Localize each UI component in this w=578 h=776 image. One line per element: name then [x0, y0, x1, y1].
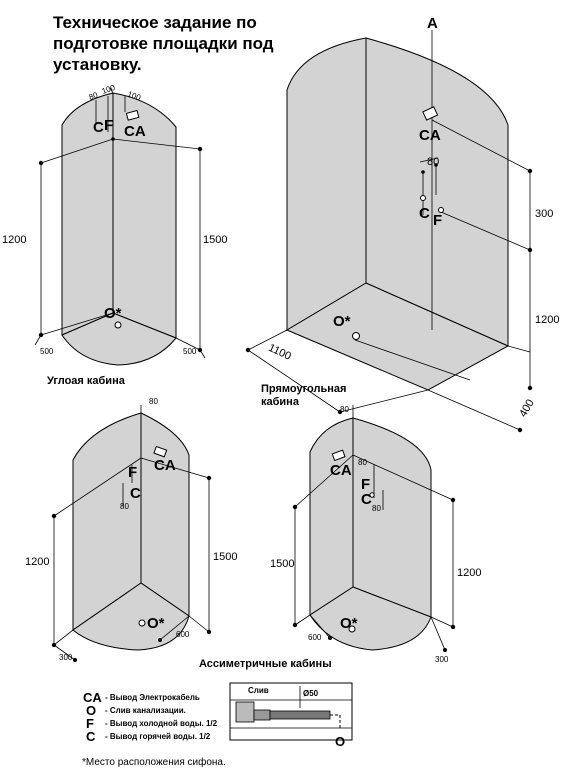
corner-ca-label: CA — [124, 123, 146, 140]
asym-left-c-label: C — [130, 485, 141, 502]
asym-left-dim-w-right: 600 — [176, 630, 190, 639]
asym-right-dim-h-right: 1200 — [457, 567, 481, 579]
corner-dim-h-left: 1200 — [2, 234, 26, 246]
asym-right-o-label: O* — [340, 615, 358, 632]
legend-code-o: O — [86, 703, 96, 718]
corner-dim-top-b: 100 — [101, 83, 117, 96]
corner-cabin-tray — [61, 312, 177, 366]
asym-right-f-label: F — [361, 476, 370, 493]
rect-ca-label: CA — [419, 127, 441, 144]
asym-right-back-panel — [309, 417, 354, 616]
rect-ca-box — [422, 106, 439, 121]
legend-code-c: C — [86, 729, 96, 744]
siphon-label: Слив — [248, 686, 269, 695]
drain-point — [114, 321, 122, 329]
page-title: Техническое задание по подготовке площад… — [53, 13, 274, 74]
rect-caption-line2: кабина — [261, 396, 300, 408]
corner-o-label: O* — [104, 305, 122, 322]
rect-dim-h-lower: 1200 — [535, 314, 559, 326]
rect-f-label: F — [433, 212, 442, 229]
asym-left-f-label: F — [128, 464, 137, 481]
asym-right-dim-top: 80 — [340, 405, 349, 414]
asym-left-dim-h-right: 1500 — [213, 551, 237, 563]
rect-a-label: A — [427, 15, 438, 32]
corner-dim-w-right: 500 — [183, 347, 197, 356]
legend-text-c: - Вывод горячей воды. 1/2 — [105, 732, 211, 741]
asym-right-dim-h-left: 1500 — [270, 558, 294, 570]
asym-cabin-right: 80 CA 80 F C 80 O* 1500 1200 600 300 Асс… — [199, 405, 481, 670]
corner-dim-top-c: 100 — [126, 89, 142, 102]
asym-left-tray — [72, 582, 190, 651]
asym-right-dim-c: 80 — [372, 504, 381, 513]
rect-dim-width: 1100 — [266, 342, 293, 363]
asym-right-side-panel — [352, 417, 432, 618]
asym-left-side-panel — [140, 412, 190, 617]
corner-c-label: C — [93, 119, 104, 136]
rect-drain-point — [352, 332, 360, 340]
asym-right-ca-label: CA — [330, 462, 352, 479]
legend-footnote: *Место расположения сифона. — [82, 756, 226, 768]
rect-dim-depth: 400 — [517, 397, 537, 419]
rect-c-label: C — [419, 205, 430, 222]
legend-text-f: - Вывод холодной воды. 1/2 — [105, 719, 218, 728]
siphon-o-label: O — [335, 734, 345, 749]
corner-f-label: F — [104, 117, 113, 134]
asym-left-ca-box — [153, 445, 168, 458]
legend: CA - Вывод Электрокабель O - Слив канали… — [82, 690, 226, 768]
asym-left-dim-top: 80 — [149, 397, 158, 406]
rect-cabin-back-panel — [286, 37, 367, 331]
asym-caption: Ассиметричные кабины — [199, 658, 332, 670]
siphon-detail: Слив Ø50 O — [229, 682, 353, 749]
corner-cabin: 80 100 100 C F CA O* 1200 1500 500 500 У… — [2, 83, 227, 387]
siphon-hose — [269, 710, 331, 720]
asym-right-c-label: C — [361, 491, 372, 508]
asym-cabin-left: 80 CA F C 80 O* 1200 1500 300 600 — [25, 397, 237, 662]
corner-dim-top-a: 80 — [88, 90, 100, 102]
siphon-dim: Ø50 — [303, 689, 319, 698]
legend-code-ca: CA — [83, 690, 102, 705]
rect-cabin-side-panel — [365, 37, 509, 347]
asym-left-dim-h-left: 1200 — [25, 556, 49, 568]
rect-o-label: O* — [333, 313, 351, 330]
asym-right-dim-f: 80 — [358, 458, 367, 467]
rect-dim-h-upper: 300 — [535, 208, 553, 220]
asym-left-ca-label: CA — [154, 457, 176, 474]
rect-cabin: A CA 80 C F O* 300 1200 1100 400 Прямоуг… — [245, 15, 559, 433]
asym-right-dim-w-left: 600 — [308, 633, 322, 642]
asym-right-ca-box — [331, 449, 346, 462]
rect-dim-top: 80 — [427, 156, 439, 168]
asym-left-dim-w-left: 300 — [59, 653, 73, 662]
asym-right-dim-w-right: 300 — [435, 655, 449, 664]
rect-caption-line1: Прямоугольная — [261, 383, 346, 395]
legend-text-ca: - Вывод Электрокабель — [105, 693, 200, 702]
legend-code-f: F — [86, 716, 94, 731]
legend-text-o: - Слив канализации. — [105, 706, 186, 715]
asym-left-dim-f: 80 — [120, 502, 129, 511]
ca-box — [125, 109, 140, 121]
asym-left-o-label: O* — [147, 615, 165, 632]
corner-dim-h-right: 1500 — [203, 234, 227, 246]
corner-dim-w-left: 500 — [40, 347, 54, 356]
corner-caption: Углоая кабина — [47, 375, 126, 387]
corner-cabin-right-panel — [112, 92, 177, 339]
